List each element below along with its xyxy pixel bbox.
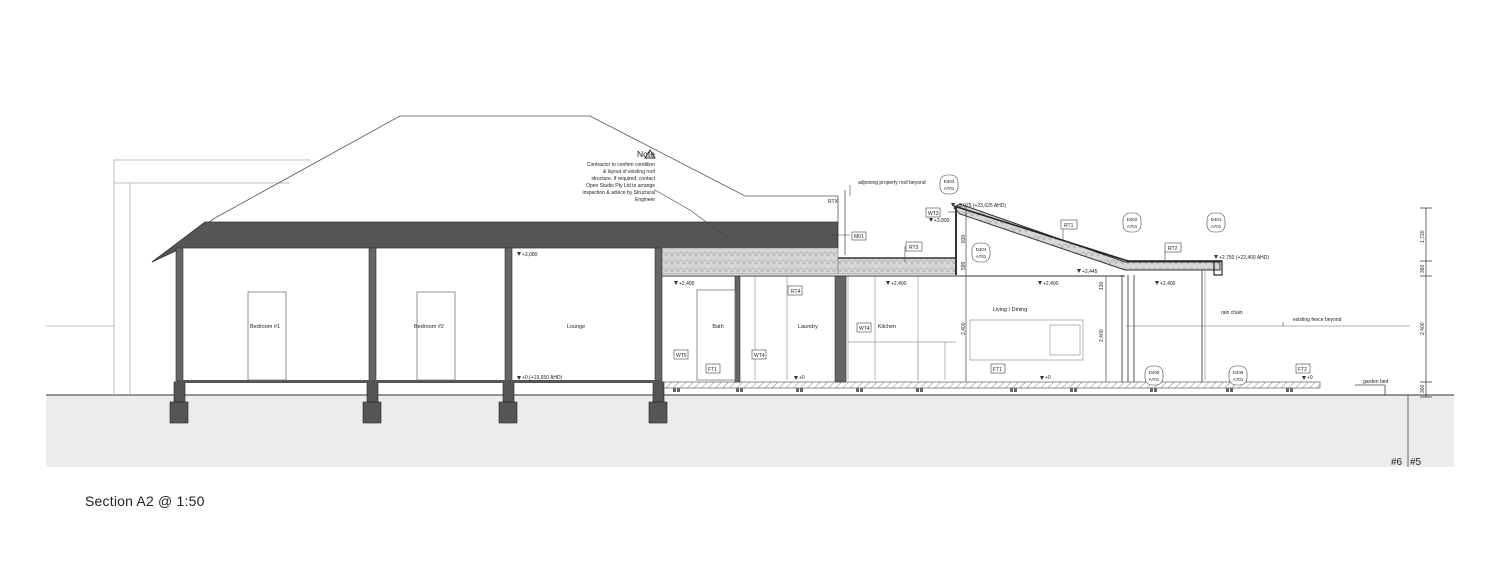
tag-rt3: RT3	[909, 245, 919, 251]
rain-chain-label: rain chain	[1221, 310, 1243, 316]
room-label-laundry: Laundry	[798, 324, 818, 330]
callout-d403: D403	[944, 179, 955, 184]
level-label: +3,975 (+23,625 AHD)	[956, 203, 1006, 209]
callout-sheet: A701	[944, 186, 955, 191]
tag-m01: M01	[854, 234, 864, 240]
room-label-bedroom2: Bedroom #2	[414, 324, 444, 330]
tag-ft1: FT1	[993, 367, 1002, 373]
interior-lines	[754, 270, 1410, 380]
note-line: Open Studio Pty Ltd to arrange	[586, 183, 655, 189]
level-label: +2,445	[1082, 269, 1098, 275]
drawing-title: Section A2 @ 1:50	[85, 493, 205, 509]
level-label: +2,400	[679, 281, 695, 287]
floor-new	[661, 381, 1321, 389]
tag-wt3: WT3	[928, 211, 939, 217]
level-label: +0 (+19,650 AHD)	[522, 375, 563, 381]
level-label: +2,750 (+22,400 AHD)	[1219, 255, 1269, 261]
callout-d406: D406	[1233, 370, 1244, 375]
grid-ref-5: #5	[1410, 457, 1422, 468]
glazed-posts	[1121, 270, 1203, 382]
ceiling-lower	[837, 257, 957, 275]
grid-ref-6: #6	[1391, 457, 1403, 468]
level-arrows	[517, 203, 1306, 380]
room-label-bedroom1: Bedroom #1	[250, 324, 280, 330]
level-label: +2,400	[1043, 281, 1059, 287]
note-line: Contractor to confirm condition	[587, 162, 655, 168]
note-line: Engineer	[635, 197, 655, 203]
level-label: +3,800	[934, 218, 950, 224]
level-label: +2,400	[1160, 281, 1176, 287]
tag-boxes	[673, 207, 1311, 374]
room-label-kitchen: Kitchen	[878, 324, 896, 330]
level-label: +3,080	[522, 252, 538, 258]
note-line: inspection & advice by Structural	[582, 190, 655, 196]
note-line: structure. If required, contact	[591, 176, 655, 182]
tag-rt1: RT1	[1064, 223, 1074, 229]
footings	[169, 381, 668, 424]
right-dimension-line	[1355, 207, 1432, 467]
mid-dimension-lines	[965, 206, 1107, 382]
callout-sheet: A701	[1149, 377, 1160, 382]
neighbour-outline	[46, 159, 310, 395]
skillion-roof	[953, 203, 1221, 271]
room-label-lounge: Lounge	[567, 324, 585, 330]
dimension-label: 595	[961, 261, 967, 270]
gutter	[1213, 260, 1223, 276]
callout-bubbles	[939, 174, 1248, 386]
dimension-label: 2,400	[1420, 322, 1426, 335]
dimension-label: 360	[1420, 264, 1426, 273]
garden-bed-label: garden bed	[1363, 379, 1389, 385]
callout-d405: D405	[1149, 370, 1160, 375]
dimension-label: 2,400	[1099, 329, 1105, 342]
level-label: +0	[799, 375, 805, 381]
note-line: & layout of existing roof	[603, 169, 656, 175]
warning-icon	[644, 149, 656, 159]
tag-rtx: RTX	[828, 199, 839, 205]
dimension-label: 2,400	[961, 322, 967, 335]
callout-sheet: A701	[1211, 224, 1222, 229]
floor-existing	[176, 380, 662, 383]
callout-sheet: A701	[1233, 377, 1244, 382]
dimension-label: 300	[1420, 384, 1426, 393]
callout-d404: D404	[976, 247, 987, 252]
dimension-label: 830	[961, 234, 967, 243]
ground-mass	[46, 395, 1454, 467]
piers	[673, 388, 1293, 392]
adjoining-roof-label: adjoining property roof beyond	[858, 180, 926, 186]
tag-wt4: WT4	[754, 353, 765, 359]
fence-label: existing fence beyond	[1293, 317, 1342, 323]
tag-wt4: WT4	[859, 326, 870, 332]
level-label: +0	[1045, 375, 1051, 381]
room-label-bath: Bath	[712, 324, 723, 330]
tag-rt4: RT4	[791, 289, 801, 295]
callout-sheet: A701	[976, 254, 987, 259]
dimension-label: 1,720	[1420, 230, 1426, 243]
dimension-label: 130	[1099, 281, 1105, 290]
callout-d401: D401	[1211, 217, 1222, 222]
tag-ft2: FT2	[1298, 367, 1307, 373]
note-heading: Note	[637, 149, 655, 159]
roof-insulation	[659, 247, 839, 275]
callout-d402: D402	[1127, 217, 1138, 222]
callout-sheet: A701	[1127, 224, 1138, 229]
skillion-top	[953, 205, 1129, 262]
doors	[247, 289, 736, 381]
tag-wt5: WT5	[676, 353, 687, 359]
room-label-living: Living / Dining	[993, 307, 1028, 313]
tag-rt2: RT2	[1168, 246, 1178, 252]
level-label: +2,400	[891, 281, 907, 287]
level-label: +0	[1307, 375, 1313, 381]
tag-ft1: FT1	[708, 367, 717, 373]
